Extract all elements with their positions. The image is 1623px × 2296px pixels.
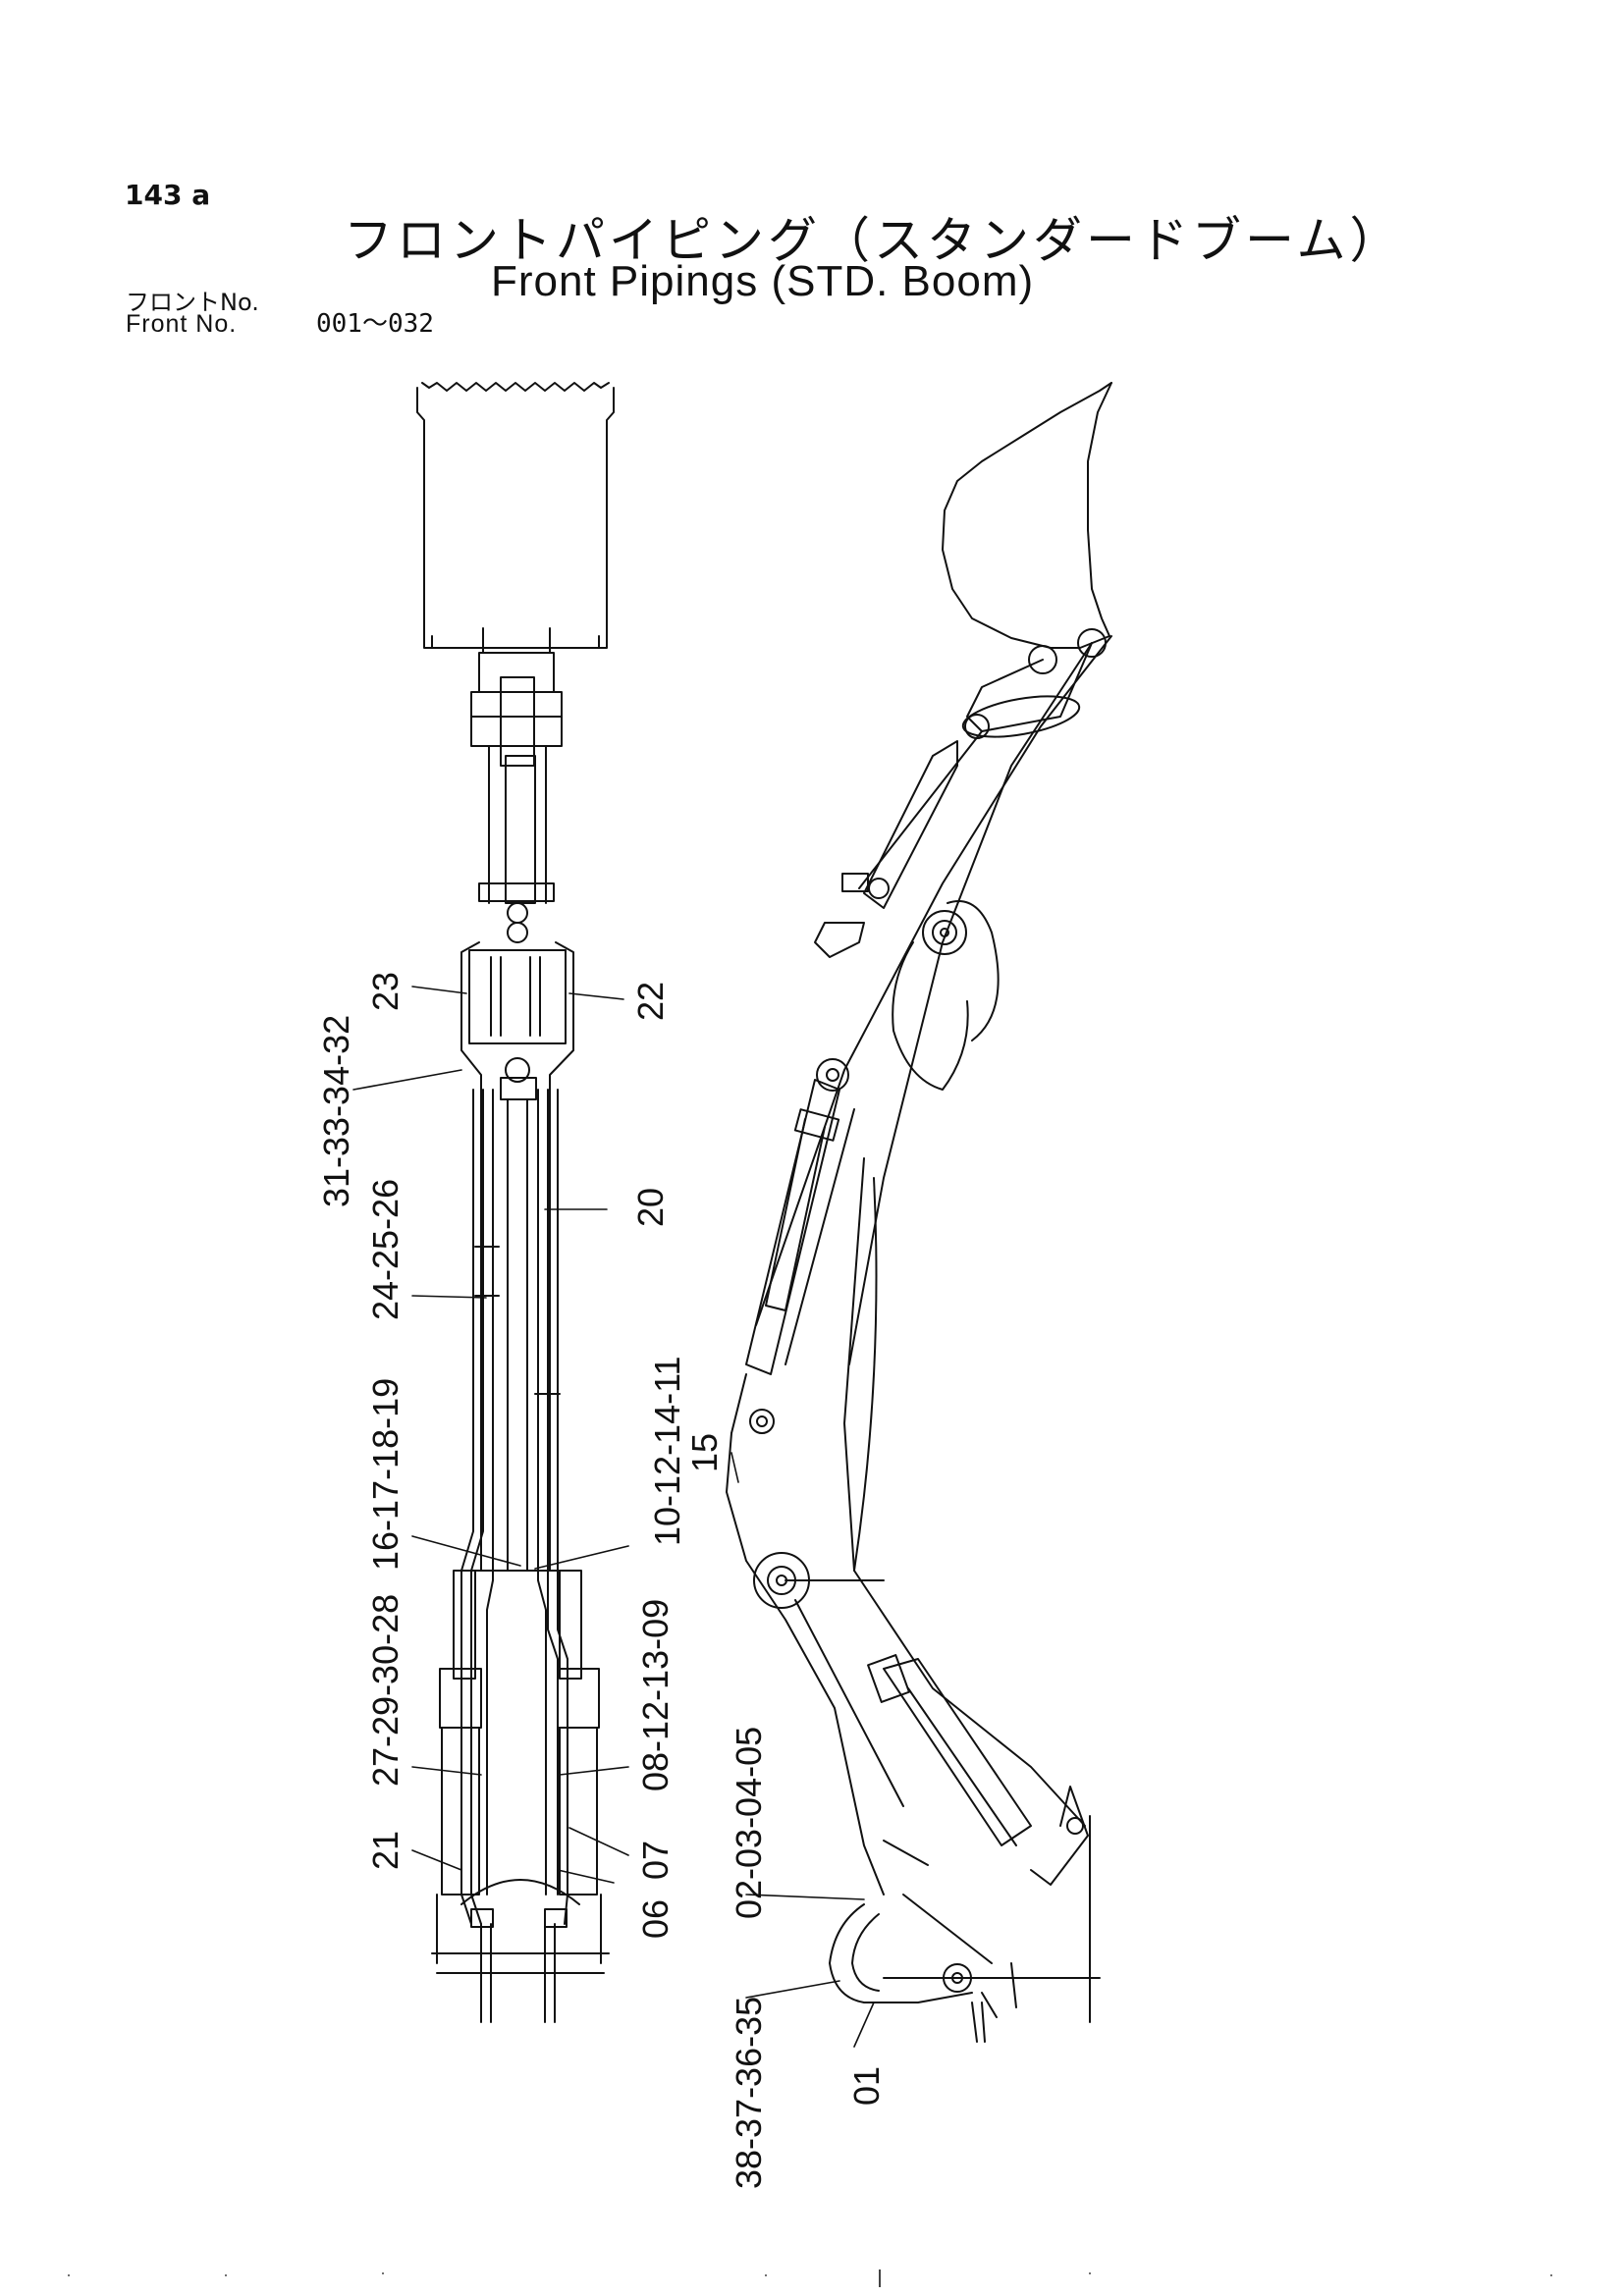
callout-21: 21 xyxy=(365,1831,406,1870)
callout-24-25-26: 24-25-26 xyxy=(365,1179,406,1320)
page-number: 143 a xyxy=(125,179,211,211)
top-view-boom-foot xyxy=(431,1879,610,2023)
callout-08-12-13-09: 08-12-13-09 xyxy=(635,1599,676,1791)
side-view-bucket-link xyxy=(961,642,1093,739)
top-view-boom-cylinders xyxy=(436,1570,602,1964)
top-view-arm xyxy=(460,941,574,1572)
side-view-arm xyxy=(745,635,1112,1375)
callout-07: 07 xyxy=(635,1841,676,1880)
callout-06: 06 xyxy=(635,1899,676,1939)
callout-02-03-04-05: 02-03-04-05 xyxy=(729,1727,769,1919)
side-view-bucket xyxy=(942,382,1112,674)
front-number-range: 001～032 xyxy=(316,309,434,339)
callout-labels: 23 31-33-34-32 22 24-25-26 20 16-17-18-1… xyxy=(316,972,887,2189)
front-number-label-en: Front No. xyxy=(126,310,238,338)
callout-31-33-34-32: 31-33-34-32 xyxy=(316,1015,356,1207)
side-view-bucket-cylinder xyxy=(814,730,983,958)
top-view-boom-pipes xyxy=(460,1089,570,1925)
callout-15: 15 xyxy=(684,1433,725,1472)
front-number-label-jp: フロントNo. xyxy=(126,289,259,316)
callout-27-29-30-28: 27-29-30-28 xyxy=(365,1594,406,1787)
side-view-boom-foot xyxy=(829,1815,1101,2043)
top-view-arm-link xyxy=(470,652,563,943)
callout-01: 01 xyxy=(846,2066,887,2106)
callout-16-17-18-19: 16-17-18-19 xyxy=(365,1378,406,1571)
side-view-arm-cylinder xyxy=(730,1108,840,1434)
callout-38-37-36-35: 38-37-36-35 xyxy=(729,1997,769,2189)
title-japanese: フロントパイピング（スタンダードブーム） xyxy=(344,212,1403,269)
callout-23: 23 xyxy=(365,972,406,1011)
scan-specks xyxy=(68,2269,1552,2287)
side-view-boom xyxy=(726,1157,1086,1896)
side-view-boom-cylinder xyxy=(867,1654,1089,1886)
side-view-tank xyxy=(892,941,969,1091)
callout-10-12-14-11: 10-12-14-11 xyxy=(647,1357,687,1546)
top-view-bucket xyxy=(416,382,615,654)
callout-20: 20 xyxy=(630,1188,671,1227)
callout-leaders xyxy=(352,986,875,2048)
title-english: Front Pipings (STD. Boom) xyxy=(491,257,1035,305)
callout-22: 22 xyxy=(630,982,671,1021)
